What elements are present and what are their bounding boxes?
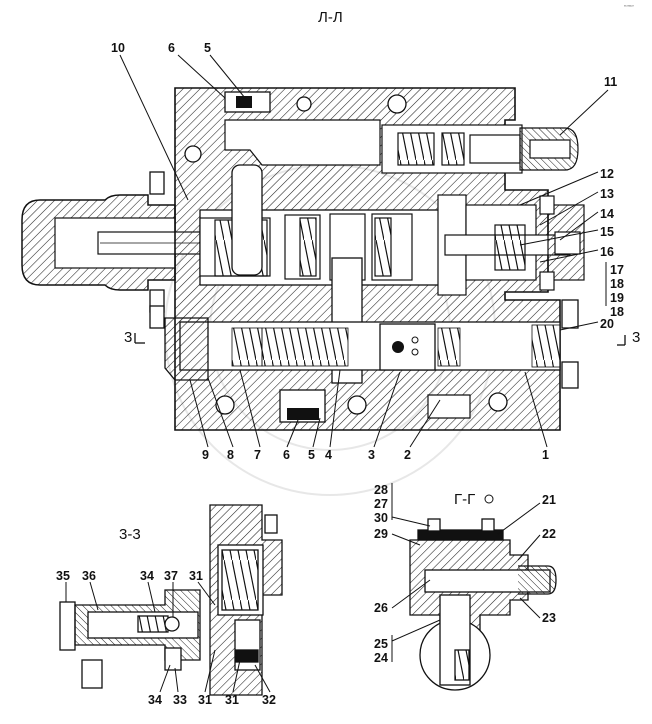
callout: 5 [204, 41, 211, 55]
left-lower-bolt [149, 305, 165, 329]
spring-left [231, 327, 263, 367]
view-title-section-3: 3-3 [119, 526, 141, 543]
callout: 32 [262, 693, 276, 707]
callout: 5 [308, 448, 315, 462]
callout: 16 [600, 245, 614, 259]
callout: 20 [600, 317, 614, 331]
vertical-passage [231, 164, 263, 276]
spring-center [261, 327, 349, 367]
callout: 15 [600, 225, 614, 239]
callout: 22 [542, 527, 556, 541]
hole-bottom-right [488, 392, 508, 412]
lower-plug-left [164, 317, 209, 381]
section-mark-right [617, 335, 626, 346]
hole-left [184, 145, 202, 163]
callout: 37 [164, 569, 178, 583]
callouts-section-g: 28 27 30 29 21 22 26 23 25 24 [374, 483, 556, 665]
callout: 6 [168, 41, 175, 55]
callout: 30 [374, 511, 388, 525]
callout: 33 [173, 693, 187, 707]
view-title-main: Л-Л [318, 9, 343, 26]
callout: 7 [254, 448, 261, 462]
callout: 3 [368, 448, 375, 462]
callout: 34 [148, 693, 162, 707]
callout: 9 [202, 448, 209, 462]
callout: 6 [283, 448, 290, 462]
piston-4 [379, 323, 436, 371]
hole-bottom-left [215, 395, 235, 415]
callout: 34 [140, 569, 154, 583]
section-mark-label: 3 [632, 329, 640, 346]
spring-end [531, 324, 561, 368]
relief-valve-11 [381, 124, 579, 174]
section-3-view [59, 504, 283, 696]
view-title-section-g: Г-Г [454, 491, 475, 508]
callouts-main: 10 6 5 11 12 13 14 15 16 17 18 19 18 20 … [111, 41, 640, 462]
callout: 26 [374, 601, 388, 615]
section-g-view [409, 518, 557, 691]
callout: 4 [325, 448, 332, 462]
callout: 31 [189, 569, 203, 583]
callout: 1 [542, 448, 549, 462]
callout: 19 [610, 291, 624, 305]
callout: 21 [542, 493, 556, 507]
top-cavity [224, 119, 381, 166]
callout: 2 [404, 448, 411, 462]
hole-bottom-mid [347, 395, 367, 415]
corner-mark: ”″″″ [624, 5, 634, 12]
callout: 24 [374, 651, 388, 665]
callout: 18 [610, 277, 624, 291]
callout: 10 [111, 41, 125, 55]
right-port-assembly [437, 194, 585, 296]
callout: 14 [600, 207, 614, 221]
callout: 8 [227, 448, 234, 462]
section-mark-label: 3 [124, 329, 132, 346]
main-section-view [21, 87, 585, 431]
callout: 31 [225, 693, 239, 707]
bolt-head-top [149, 171, 165, 195]
callout: 36 [82, 569, 96, 583]
callout: 29 [374, 527, 388, 541]
callout: 12 [600, 167, 614, 181]
callout: 18 [610, 305, 624, 319]
leader-lines-section-3 [65, 581, 271, 693]
callout: 31 [198, 693, 212, 707]
right-plug [561, 299, 579, 329]
hole-top [387, 94, 407, 114]
callout: 23 [542, 611, 556, 625]
leader-lines-section-g [391, 483, 541, 662]
callout: 11 [604, 75, 617, 89]
section-mark-left [134, 333, 145, 344]
callout: 27 [374, 497, 388, 511]
callout: 25 [374, 637, 388, 651]
leader-lines-main [119, 54, 609, 448]
callout: 28 [374, 483, 388, 497]
callout: 35 [56, 569, 70, 583]
spring-right [437, 327, 461, 367]
callout: 17 [610, 263, 624, 277]
callouts-section-3: 35 36 34 37 31 34 33 31 31 32 [56, 569, 276, 707]
callout: 13 [600, 187, 614, 201]
section-g-symbol [484, 494, 494, 504]
